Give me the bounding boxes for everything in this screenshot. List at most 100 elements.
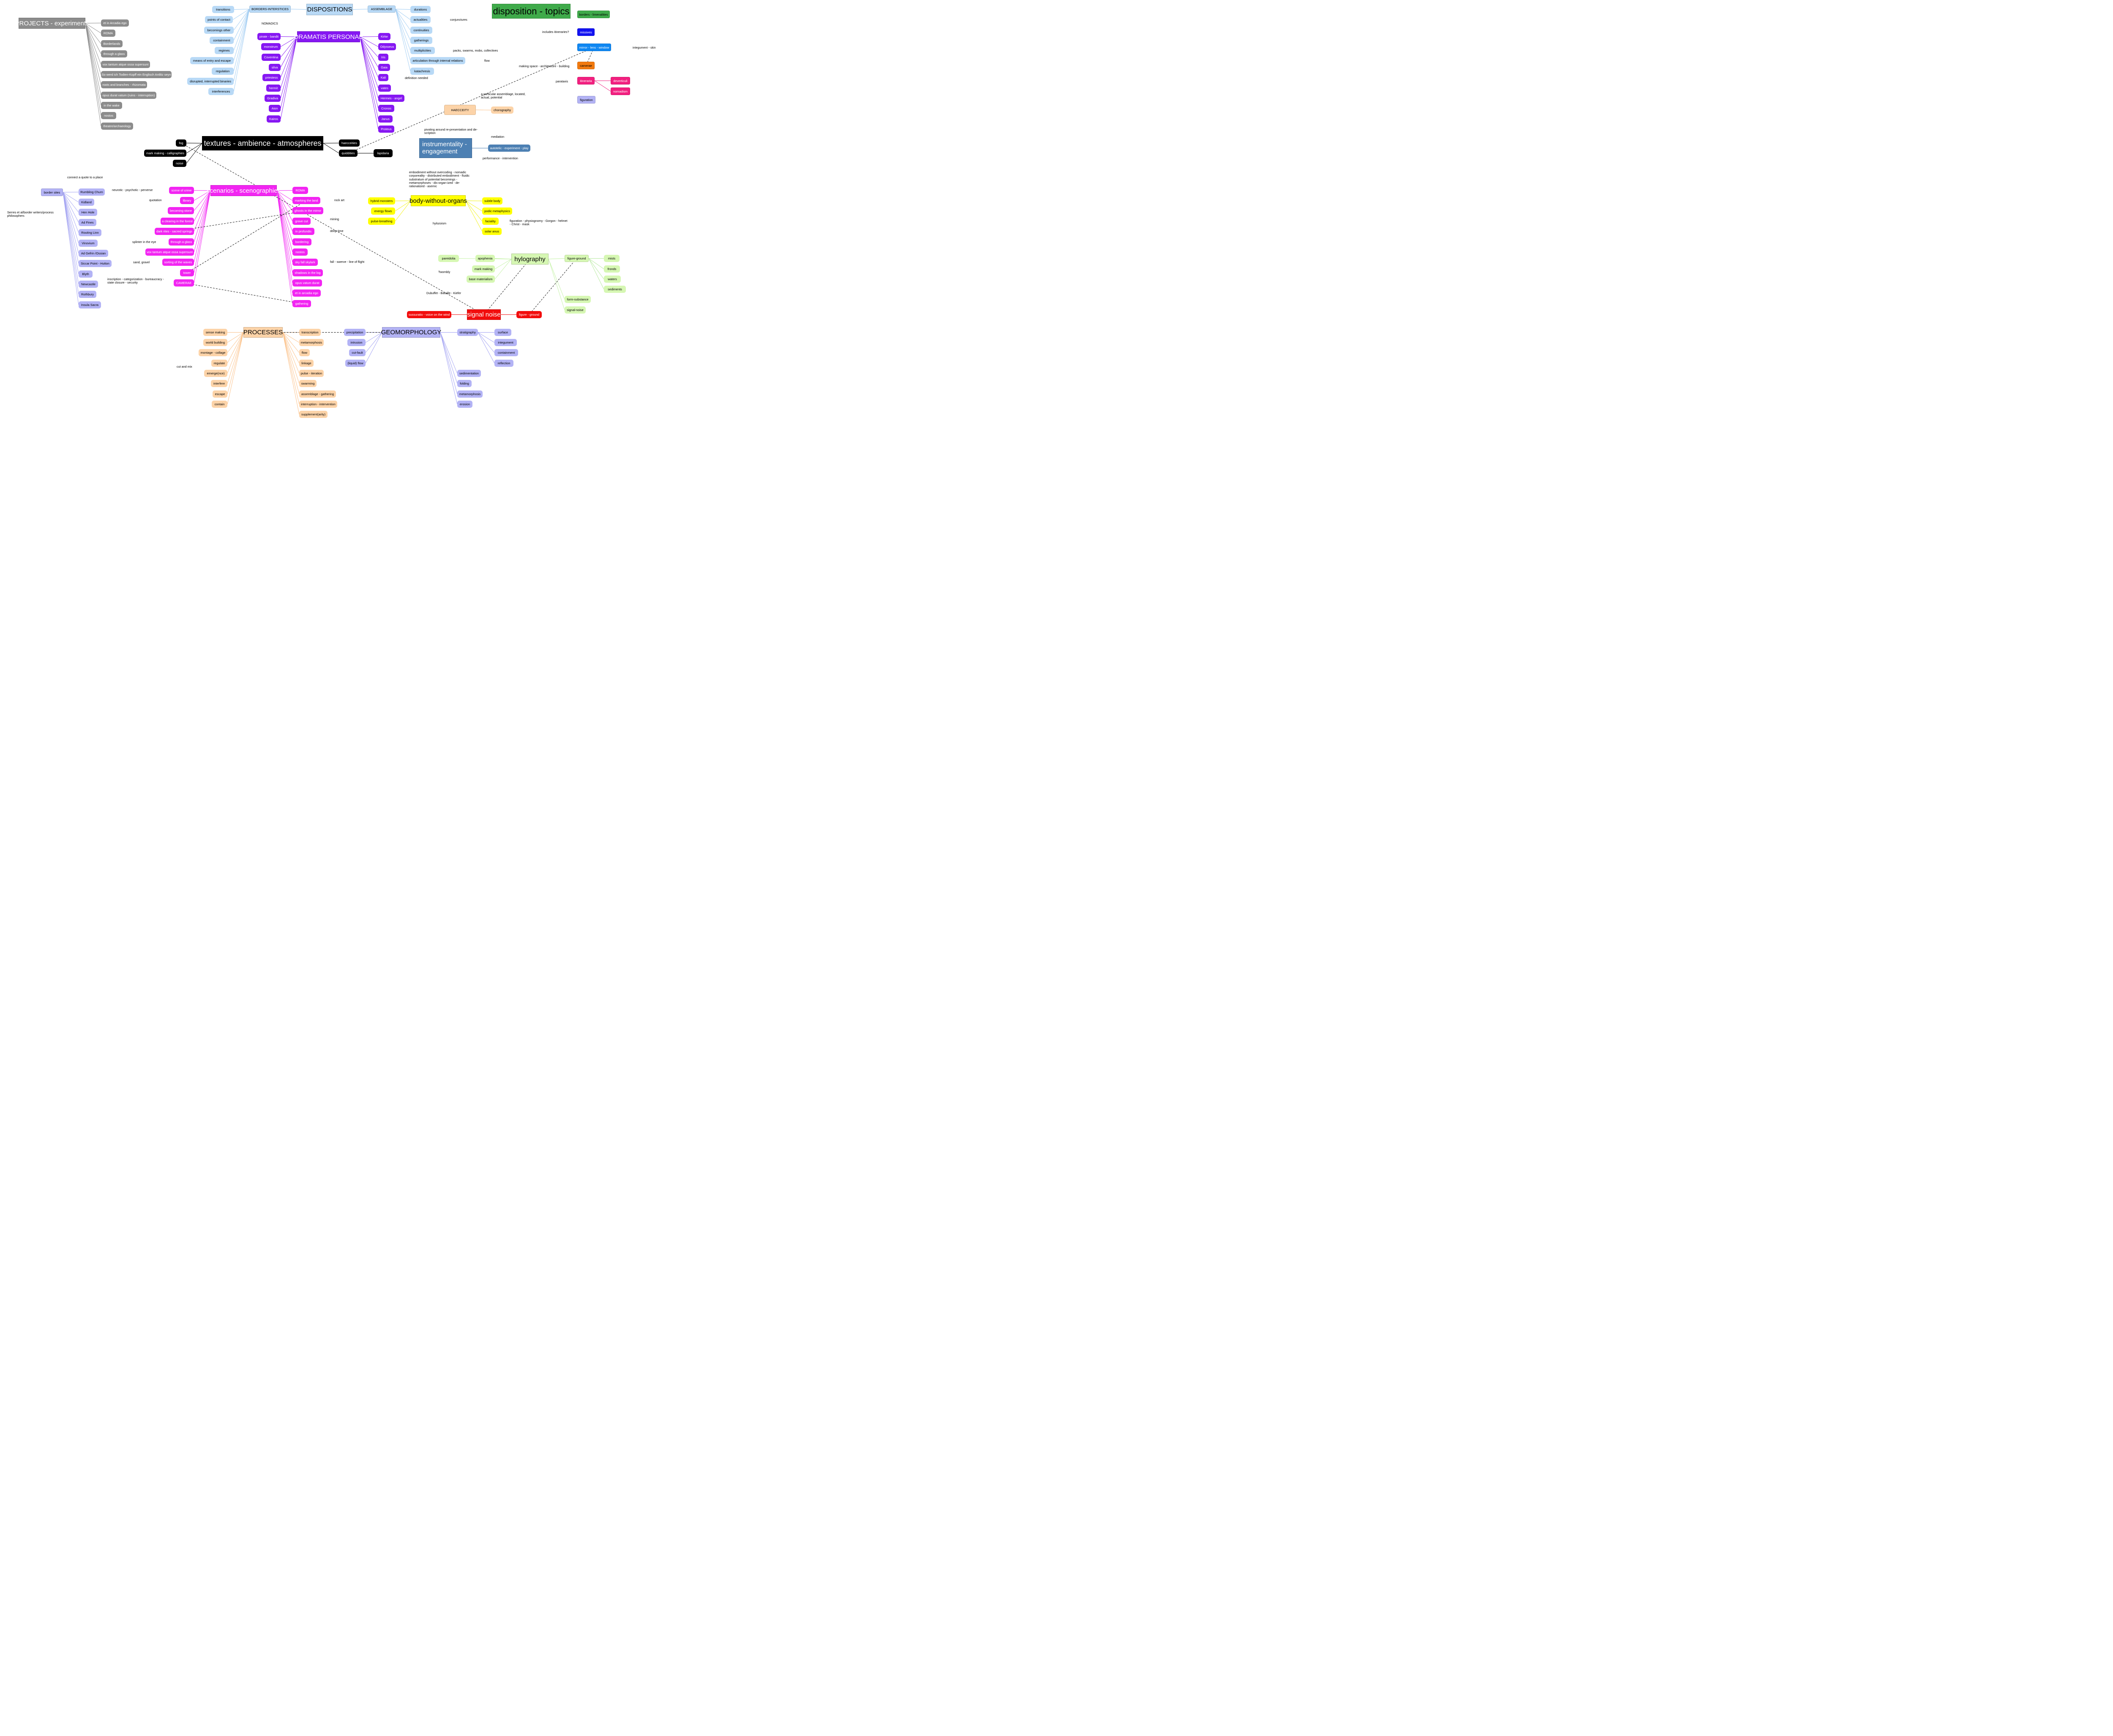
node-p1[interactable]: et in Arcadia ego <box>101 19 129 27</box>
node-dp1[interactable]: pirate - bandit <box>257 33 281 40</box>
node-p3[interactable]: Borderlands <box>101 40 123 47</box>
node-dq3[interactable]: Iris <box>378 54 388 61</box>
node-g5[interactable]: stratigraphy <box>457 329 478 336</box>
node-pr4[interactable]: regulate <box>211 360 227 367</box>
node-sn1[interactable]: sussuratio - voice on the wind <box>407 311 451 318</box>
node-s7[interactable]: vox tantum atque ossa supersunt <box>145 248 194 256</box>
node-pr8[interactable]: contain <box>212 401 227 408</box>
node-dp7[interactable]: Gradiva <box>265 95 281 102</box>
node-dramatis[interactable]: DRAMATIS PERSONAE <box>294 31 363 42</box>
node-dq9[interactable]: Janus <box>378 115 393 123</box>
node-a7[interactable]: katachresis <box>410 68 434 75</box>
node-h10[interactable]: signal-noise <box>565 306 586 314</box>
node-p5[interactable]: vox tantum atque ossa supersunt <box>101 61 150 68</box>
node-g3[interactable]: cut-fault <box>349 349 366 356</box>
node-s5[interactable]: dark rites - sacred springs <box>155 228 194 235</box>
node-pq4[interactable]: linkage <box>299 360 314 367</box>
node-a4[interactable]: gatherings <box>410 37 432 44</box>
node-dp2[interactable]: monstrum <box>261 43 281 50</box>
node-fg[interactable]: figure-ground <box>565 255 589 262</box>
node-g12[interactable]: metamorphosis <box>457 390 483 398</box>
node-g10[interactable]: sedimentation <box>457 370 481 377</box>
node-bwo[interactable]: body-without-organs <box>409 195 467 206</box>
node-y7[interactable]: solar anus <box>482 228 502 235</box>
node-p10[interactable]: nostos <box>101 112 116 119</box>
node-pq3[interactable]: flow <box>299 349 310 356</box>
node-d2[interactable]: points of contact <box>205 16 233 23</box>
node-r10[interactable]: opus vatum durat <box>292 279 322 287</box>
node-h3[interactable]: mark making <box>472 265 495 273</box>
node-s2[interactable]: library <box>180 197 194 204</box>
node-b8[interactable]: Siccar Point - Hutton <box>79 260 112 267</box>
node-p9[interactable]: in the wake <box>101 102 122 109</box>
node-title[interactable]: disposition - topics <box>492 4 571 19</box>
node-d3[interactable]: becomings other <box>204 27 234 34</box>
node-t6[interactable]: lapidaria <box>374 149 393 157</box>
node-g9[interactable]: reflection <box>494 360 513 367</box>
node-dp8[interactable]: Aion <box>269 105 281 112</box>
node-dispositions[interactable]: DISPOSITIONS <box>306 4 353 15</box>
node-r7[interactable]: nostos <box>292 248 308 256</box>
node-r11[interactable]: et in arcadia ego <box>292 289 321 297</box>
node-s4[interactable]: a clearing in the forest <box>161 218 194 225</box>
node-r1[interactable]: ROMA <box>292 187 308 194</box>
node-pr5[interactable]: emerge(nce) <box>204 370 227 377</box>
node-d9[interactable]: interferences <box>208 88 234 95</box>
node-p7[interactable]: roots and branches - rhizomata <box>101 81 147 88</box>
node-pr2[interactable]: world building <box>203 339 227 346</box>
node-k7[interactable]: nomadism <box>611 87 630 95</box>
node-projects[interactable]: PROJECTS - experiments <box>15 18 89 29</box>
node-b7[interactable]: Ad Gefrin /Ossian <box>79 250 108 257</box>
node-a5[interactable]: multiplicities <box>410 47 435 54</box>
node-g7[interactable]: integument <box>494 339 517 346</box>
node-pr1[interactable]: sense making <box>203 329 227 336</box>
node-dp5[interactable]: priestess <box>262 74 281 81</box>
node-a1[interactable]: durations <box>410 6 431 13</box>
node-p11[interactable]: theatre/archaeology <box>101 123 133 130</box>
node-r4[interactable]: grave cut <box>292 218 311 225</box>
node-s6[interactable]: through a glass <box>169 238 194 246</box>
node-dp4[interactable]: silva <box>269 64 281 71</box>
node-k8[interactable]: figuration <box>577 96 595 104</box>
node-pr3[interactable]: montage - collage <box>199 349 227 356</box>
node-y4[interactable]: subtle body <box>482 197 502 205</box>
node-dq10[interactable]: Proteus <box>378 126 394 133</box>
node-r2[interactable]: marking the land <box>292 197 320 204</box>
node-pq2[interactable]: metamorphosis <box>299 339 324 346</box>
node-pq1[interactable]: transcription <box>299 329 321 336</box>
node-pr6[interactable]: interfere <box>211 380 227 387</box>
node-pq7[interactable]: assemblage - gathering <box>299 390 336 398</box>
node-assemblage[interactable]: ASSEMBLAGE <box>368 5 396 13</box>
node-sn2[interactable]: figure - ground <box>516 311 542 318</box>
node-s8[interactable]: sorting of the waves <box>162 259 194 266</box>
node-y3[interactable]: pulse-breathing <box>368 218 395 225</box>
node-a2[interactable]: actualities <box>410 16 431 23</box>
node-g4[interactable]: (liquid) flow <box>345 360 366 367</box>
node-pq6[interactable]: swarming <box>299 380 317 387</box>
node-b9[interactable]: Blyth <box>79 270 93 278</box>
node-s1[interactable]: scene of crime <box>169 187 194 194</box>
node-dq2[interactable]: Odysseus <box>378 43 396 50</box>
node-d1[interactable]: transitions <box>212 6 234 13</box>
node-k6[interactable]: deverticuli <box>611 77 630 85</box>
node-dq4[interactable]: Gaia <box>378 64 390 71</box>
node-pr7[interactable]: escape <box>213 390 227 398</box>
node-y6[interactable]: faciality <box>482 218 499 225</box>
node-g6[interactable]: surface <box>494 329 511 336</box>
node-r9[interactable]: shadows in the log <box>292 269 323 276</box>
node-d6[interactable]: means of entry and escape <box>190 57 234 64</box>
node-k1[interactable]: borders - limenalities <box>577 11 610 18</box>
node-t2[interactable]: mark making - calligraphies <box>144 150 186 157</box>
node-b2[interactable]: Kidland <box>79 199 94 206</box>
node-r12[interactable]: gathering <box>292 300 311 307</box>
node-p2[interactable]: ROMA <box>101 30 115 37</box>
node-h6[interactable]: fronds <box>604 265 620 273</box>
node-borders_int[interactable]: BORDERS-INTERSTICES <box>249 5 291 13</box>
node-r8[interactable]: sky fall skylark <box>292 259 318 266</box>
node-d4[interactable]: containment <box>210 37 234 44</box>
node-t1[interactable]: fog <box>176 139 186 147</box>
node-h4[interactable]: base materialism <box>467 276 495 283</box>
node-haecceity[interactable]: HAECCEITY <box>444 105 476 115</box>
node-instrumentality[interactable]: instrumentality - engagement <box>419 138 472 158</box>
node-y2[interactable]: energy flows <box>371 207 395 215</box>
